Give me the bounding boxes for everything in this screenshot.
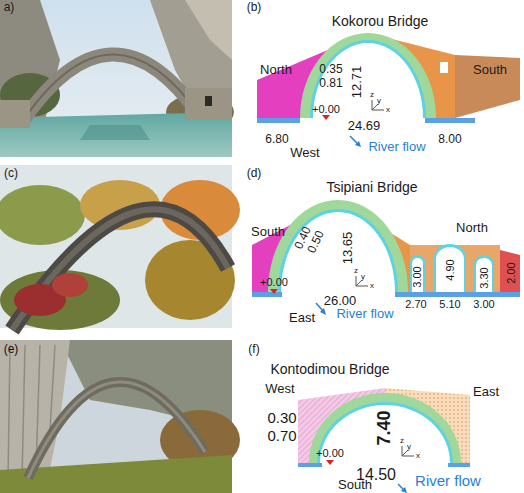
direction-label: West — [290, 146, 319, 160]
panel-letter: (c) — [4, 167, 18, 180]
axis-label: x — [416, 452, 420, 461]
dimension-label: 24.69 — [348, 119, 381, 133]
dimension-label: 12.71 — [350, 66, 364, 99]
dimension-label: 3.30 — [478, 267, 490, 288]
direction-label: North — [456, 221, 488, 235]
direction-label: East — [473, 385, 499, 399]
level-label: +0.00 — [312, 103, 340, 115]
panel-letter: (b) — [247, 1, 262, 14]
panel-letter: (e) — [4, 343, 19, 356]
axis-label: y — [361, 273, 365, 282]
level-label: +0.00 — [316, 447, 344, 459]
photo-kokorou — [0, 0, 234, 157]
dimension-label: 3.00 — [473, 298, 494, 310]
bridge-title: Kokorou Bridge — [332, 14, 429, 29]
flow-label: River flow — [368, 140, 425, 154]
dimension-label: 0.30 — [267, 410, 296, 427]
panel-letter: a) — [4, 1, 15, 14]
axis-label: y — [377, 97, 381, 106]
direction-label: East — [289, 311, 315, 325]
direction-label: South — [338, 478, 372, 492]
dimension-label: 0.35 — [319, 63, 342, 76]
axis-label: z — [354, 267, 358, 276]
direction-label: North — [260, 63, 292, 77]
axis-label: x — [386, 106, 390, 115]
photo-tsipiani — [0, 165, 240, 330]
level-label: +0.00 — [260, 276, 288, 288]
dimension-label: 8.00 — [438, 133, 461, 146]
axis-label: x — [370, 282, 374, 291]
flow-label: River flow — [415, 473, 481, 490]
direction-label: South — [473, 63, 507, 77]
axis-label: z — [370, 91, 374, 100]
dimension-label: 0.81 — [319, 77, 342, 90]
panel-letter: (d) — [247, 167, 262, 180]
dimension-label: 5.10 — [439, 298, 460, 310]
axis-label: y — [407, 443, 411, 452]
flow-label: River flow — [336, 307, 393, 321]
direction-label: South — [251, 225, 285, 239]
photo-kontodimou — [0, 340, 240, 493]
tsipiani-section — [252, 200, 520, 315]
bridge-title: Kontodimou Bridge — [270, 362, 389, 377]
direction-label: West — [265, 382, 294, 396]
dimension-label: 6.80 — [265, 133, 288, 146]
dimension-label: 4.90 — [444, 259, 456, 280]
axis-label: z — [400, 437, 404, 446]
dimension-label: 3.00 — [411, 266, 423, 287]
dimension-label: 2.00 — [505, 262, 517, 283]
kokorou-section — [257, 33, 520, 147]
panel-letter: (f) — [248, 343, 259, 356]
dimension-label: 7.40 — [375, 410, 395, 445]
dimension-label: 0.70 — [267, 428, 296, 445]
dimension-label: 13.65 — [341, 232, 355, 265]
bridge-title: Tsipiani Bridge — [326, 180, 417, 195]
dimension-label: 2.70 — [405, 298, 426, 310]
